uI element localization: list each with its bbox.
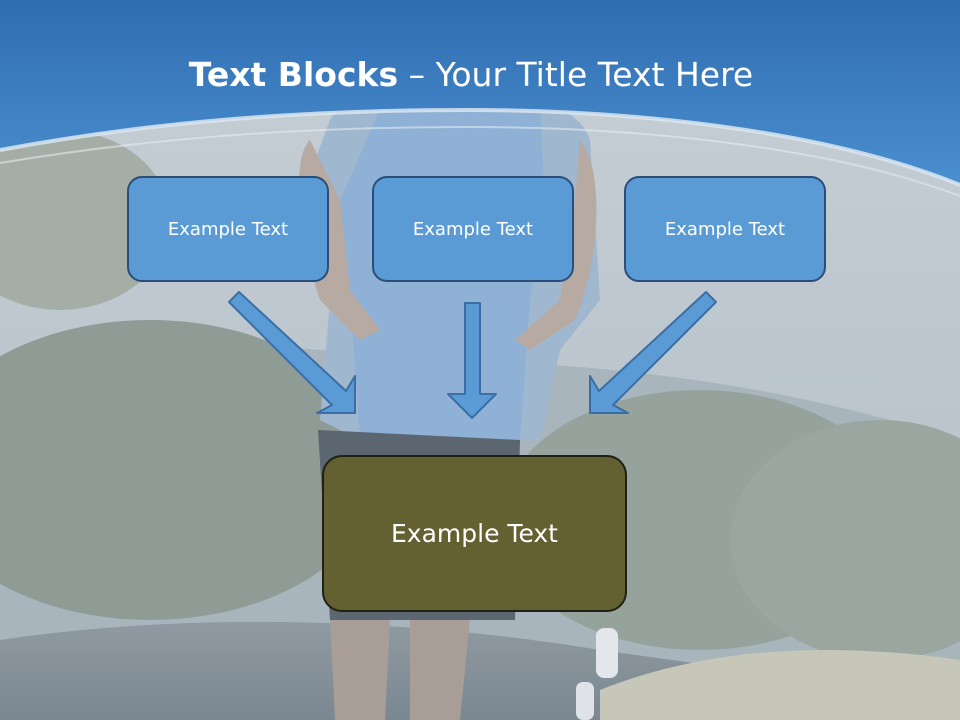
text-block-3[interactable]: Example Text [624, 176, 826, 282]
slide-title: Text Blocks – Your Title Text Here [0, 52, 942, 98]
text-block-3-label: Example Text [664, 218, 786, 240]
result-block[interactable]: Example Text [322, 455, 627, 612]
result-block-label: Example Text [391, 519, 558, 548]
text-block-2[interactable]: Example Text [372, 176, 574, 282]
title-rest: Your Title Text Here [435, 55, 754, 94]
text-block-1-label: Example Text [167, 218, 289, 240]
title-bold: Text Blocks [188, 55, 399, 94]
text-block-2-label: Example Text [412, 218, 534, 240]
text-block-1[interactable]: Example Text [127, 176, 329, 282]
title-dash: – [408, 55, 426, 94]
